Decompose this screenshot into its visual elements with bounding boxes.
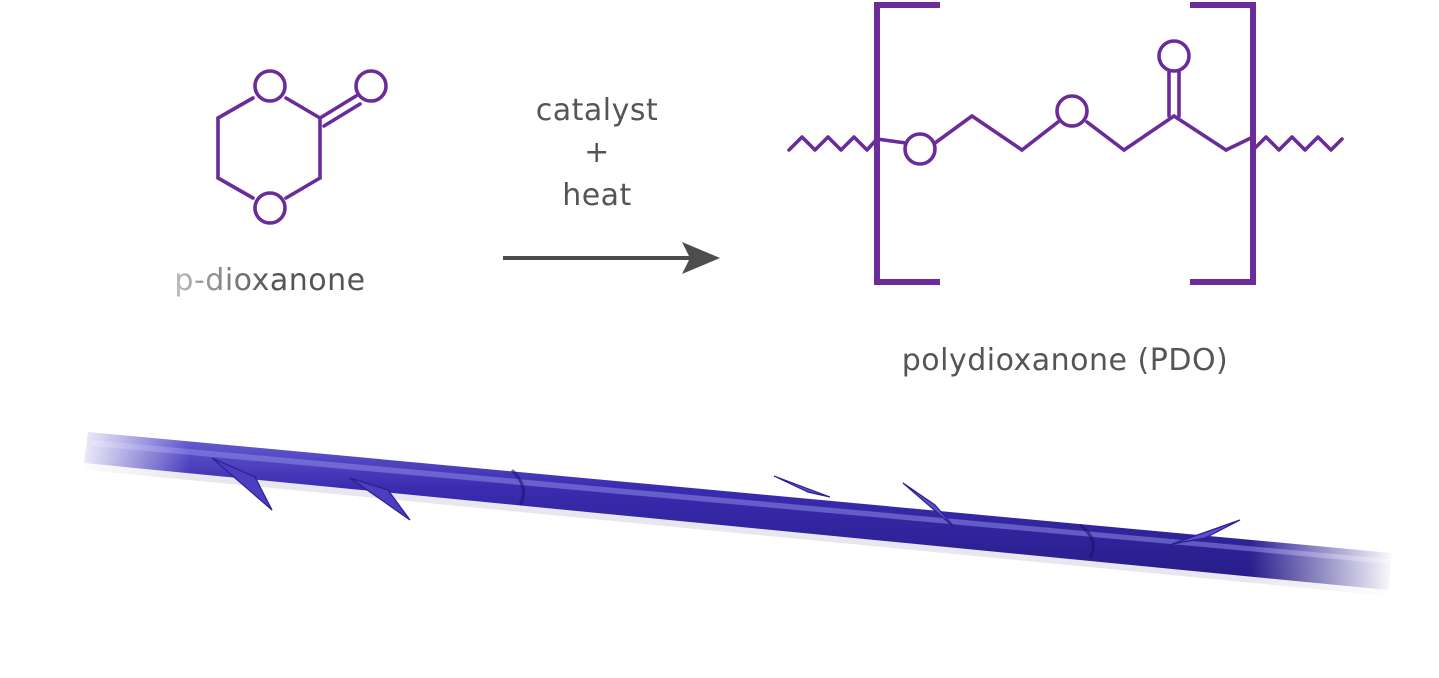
bond-c-o2 [1020, 120, 1060, 152]
fiber-joint-2 [1079, 523, 1095, 559]
dioxanone-ring [216, 94, 362, 200]
right-bracket [1190, 2, 1256, 285]
arrow-head [682, 242, 720, 274]
barbed-suture-fiber-image [60, 420, 1400, 610]
condition-heat: heat [562, 178, 632, 213]
bond-c3-o4 [284, 176, 322, 200]
bond-o1-c2 [284, 96, 322, 120]
carbonyl-bond-b [322, 102, 362, 128]
bond-c-cco [1122, 114, 1176, 152]
product-name: polydioxanone (PDO) [902, 343, 1229, 378]
polydioxanone-structure [787, 2, 1344, 285]
carbonyl-bond-a [318, 94, 358, 120]
ring-oxygen-top [253, 69, 287, 103]
fiber-barb-4 [902, 482, 956, 529]
right-chain-wave [1251, 135, 1344, 152]
fiber-joint-1 [510, 468, 526, 506]
fiber-fade-left-overlay [60, 420, 195, 490]
bond-cco-c [1172, 114, 1228, 152]
fiber-barb-5 [1171, 519, 1241, 545]
bond-o2-c [1085, 120, 1126, 152]
bond-c-end [1224, 135, 1255, 152]
fiber-barb-1 [211, 457, 273, 511]
product-carbonyl-oxygen [1157, 39, 1191, 73]
arrow-right-icon [503, 242, 720, 274]
fiber-highlight [92, 440, 1390, 564]
p-dioxanone-structure [216, 69, 388, 225]
left-chain-wave [787, 135, 879, 152]
backbone-oxygen-1 [903, 132, 937, 166]
ring-oxygen-bottom [253, 191, 287, 225]
bond-c6-o1 [216, 96, 255, 120]
fiber-barb-3 [773, 475, 831, 498]
backbone-oxygen-2 [1055, 94, 1089, 128]
bond-c-o1 [875, 137, 908, 145]
condition-catalyst: catalyst [536, 93, 659, 128]
repeat-unit-backbone [875, 69, 1255, 152]
carbonyl-oxygen [354, 69, 388, 103]
reactant-name: p-dioxanone [174, 263, 365, 298]
fiber-fade-right-overlay [1250, 535, 1400, 610]
condition-plus: + [584, 135, 610, 170]
bond-c-c [970, 114, 1024, 152]
fiber-barb-2 [349, 477, 411, 521]
left-bracket [874, 2, 940, 285]
bond-o1-c [933, 114, 974, 145]
bond-o4-c5 [216, 176, 255, 200]
fiber-strand [84, 432, 1392, 590]
